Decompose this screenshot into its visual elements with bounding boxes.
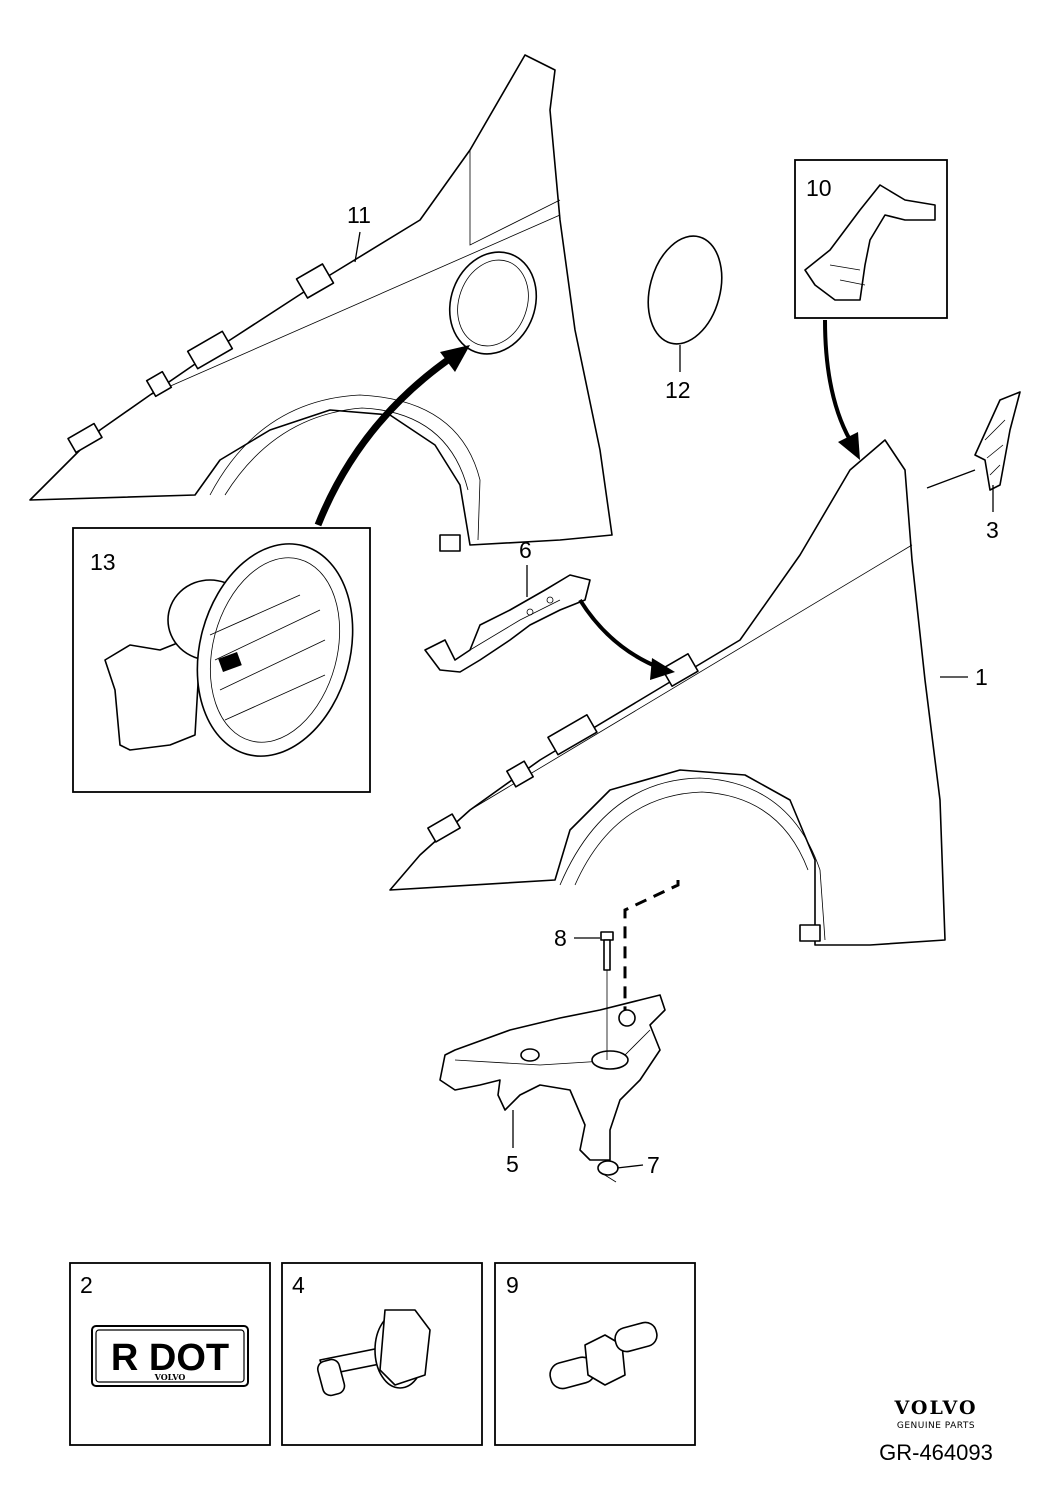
detail-box-2: R DOT VOLVO bbox=[69, 1262, 271, 1446]
nut-7 bbox=[597, 1160, 619, 1183]
callout-2: 2 bbox=[80, 1272, 93, 1298]
diagram-reference: GR-464093 bbox=[879, 1440, 993, 1465]
right-fender bbox=[389, 439, 946, 946]
brand-logo-word: VOLVO bbox=[893, 1397, 977, 1419]
detail-box-9 bbox=[494, 1262, 696, 1446]
support-member bbox=[439, 994, 666, 1161]
label-plate-brand: VOLVO bbox=[154, 1372, 186, 1382]
callout-3: 3 bbox=[986, 517, 999, 543]
arrow-10-to-1 bbox=[823, 319, 860, 460]
label-plate-text: R DOT bbox=[111, 1337, 229, 1379]
screw-8 bbox=[600, 931, 614, 1060]
callout-6: 6 bbox=[519, 537, 532, 563]
callout-4: 4 bbox=[292, 1272, 305, 1298]
callout-9: 9 bbox=[506, 1272, 519, 1298]
detail-box-13 bbox=[72, 527, 371, 793]
arrow-6-to-1 bbox=[578, 598, 675, 680]
callout-13: 13 bbox=[90, 549, 116, 575]
bracket-6 bbox=[424, 574, 591, 673]
leader-lines bbox=[354, 231, 994, 1169]
callout-11: 11 bbox=[347, 202, 371, 228]
detail-box-4 bbox=[281, 1262, 483, 1446]
callout-7: 7 bbox=[647, 1152, 660, 1178]
callout-8: 8 bbox=[554, 925, 567, 951]
callout-5: 5 bbox=[506, 1151, 519, 1177]
callout-12: 12 bbox=[665, 377, 691, 403]
callout-1: 1 bbox=[975, 664, 988, 690]
fuel-flap-gasket bbox=[647, 235, 723, 345]
bracket-3 bbox=[974, 391, 1021, 491]
left-fender bbox=[29, 54, 613, 552]
arrow-13-to-11 bbox=[314, 345, 470, 527]
brand-subtitle: GENUINE PARTS bbox=[897, 1421, 975, 1431]
callout-10: 10 bbox=[806, 175, 832, 201]
detail-box-10 bbox=[794, 159, 948, 319]
alignment-line bbox=[623, 880, 680, 1010]
